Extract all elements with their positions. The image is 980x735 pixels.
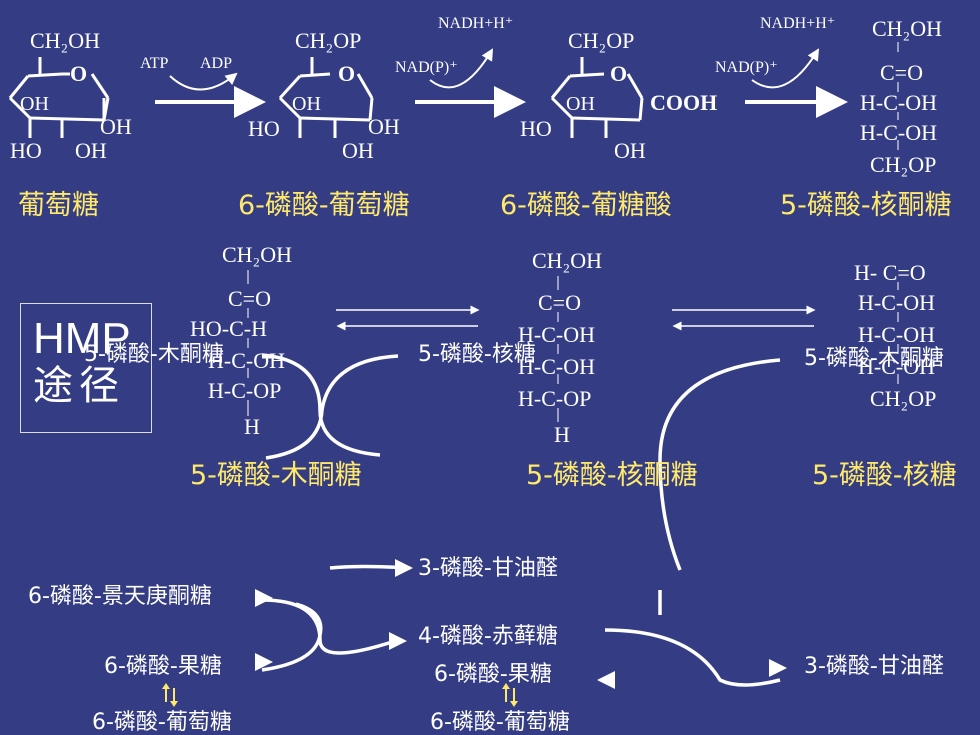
r3-right-g3p: 3-磷酸-甘油醛 [804,654,944,679]
r3-right-xylulose: 5-磷酸-木酮糖 [804,346,944,371]
g6p-ring [278,57,374,138]
row2-ribulose-c4: H-C-OH [518,354,595,379]
glucose-ring [8,57,110,138]
hmp-title: HMP [33,314,131,363]
gluconate-oh-in: OH [566,93,595,115]
step1-in: ATP [140,55,169,72]
r3-mid-fructose: 6-磷酸-果糖 [434,662,552,687]
r3-left-glucose: 6-磷酸-葡萄糖 [92,710,232,735]
glucose-oh-in: OH [20,93,49,115]
gluconate-ring-o: O [610,61,628,86]
gluconate-name: 6-磷酸-葡糖酸 [500,190,672,221]
ribose-c1: H- C=O [854,260,926,285]
curve-step1 [169,72,238,91]
row2-ribulose-c1: CH₂OH [532,248,603,273]
ribose-c4: H-C-OH [858,354,935,379]
hmp-subtitle: 途径 [33,363,125,409]
r3-mid-glucose: 6-磷酸-葡萄糖 [430,710,570,735]
glucose-oh-right: OH [100,114,132,139]
r3-mid-erythrose: 4-磷酸-赤藓糖 [418,624,558,649]
gluconate-top: CH₂OP [568,28,635,53]
row2-ribulose-c5: H-C-OP [518,386,592,411]
gluconate-oh-bottom: OH [614,138,646,163]
fischer-ticks [247,42,899,422]
xylulose-c3: HO-C-H [190,316,267,341]
ribulose-c2: C=O [880,60,923,85]
ribulose-c1: CH₂OH [872,16,943,41]
curve-step3 [751,48,820,89]
ribose-c5: CH₂OP [870,386,937,411]
ribulose-c5: CH₂OP [870,152,937,177]
r3-left-xylulose: 5-磷酸-木酮糖 [84,342,224,367]
xylulose-c1: CH₂OH [222,242,293,267]
xylulose-c4: H-C-OH [208,348,285,373]
step2-in: NAD(P)⁺ [395,59,458,76]
xylulose-c2: C=O [228,286,271,311]
step3-in: NAD(P)⁺ [715,59,778,76]
g6p-oh-bottom: OH [342,138,374,163]
xylulose-name: 5-磷酸-木酮糖 [190,460,362,491]
row2-ribulose-c3: H-C-OH [518,322,595,347]
hmp-box [20,303,152,433]
row2-ribulose-c6: H [554,422,570,447]
r3-left-fructose: 6-磷酸-果糖 [104,654,222,679]
step1-out: ADP [200,55,233,72]
ribose-c3: H-C-OH [858,322,935,347]
gluconate-ring [550,57,644,138]
row2-ribulose-c2: C=O [538,290,581,315]
ribulose-name: 5-磷酸-核酮糖 [780,190,952,221]
glucose-oh-bottom: OH [75,138,107,163]
ribose-c2: H-C-OH [858,290,935,315]
glucose-top: CH₂OH [30,28,101,53]
ribose-name: 5-磷酸-核糖 [812,460,957,491]
gluconate-ho-left: HO [520,116,552,141]
g6p-oh-in: OH [292,93,321,115]
g6p-name: 6-磷酸-葡萄糖 [238,190,410,221]
g6p-top: CH₂OP [295,28,362,53]
g6p-ho-left: HO [248,116,280,141]
ribulose-c3: H-C-OH [860,90,937,115]
g6p-oh-right: OH [368,114,400,139]
glucose-name: 葡萄糖 [18,190,99,221]
step2-out: NADH+H⁺ [438,15,514,32]
glucose-ho-left: HO [10,138,42,163]
glucose-ring-o: O [70,61,88,86]
ribulose-c4: H-C-OH [860,120,937,145]
step3-out: NADH+H⁺ [760,15,836,32]
gluconate-cooh: COOH [650,90,718,115]
r3-left-sedo: 6-磷酸-景天庚酮糖 [28,584,212,609]
r3-mid-ribose: 5-磷酸-核糖 [418,342,536,367]
xylulose-c6: H [244,414,260,439]
r3-mid-g3p: 3-磷酸-甘油醛 [418,556,558,581]
eq-arrows-yellow [165,686,515,704]
curve-step2 [429,48,494,89]
g6p-ring-o: O [338,61,356,86]
xylulose-c5: H-C-OP [208,378,282,403]
row2-ribulose-name: 5-磷酸-核酮糖 [526,460,698,491]
transfer-curves [261,353,781,687]
